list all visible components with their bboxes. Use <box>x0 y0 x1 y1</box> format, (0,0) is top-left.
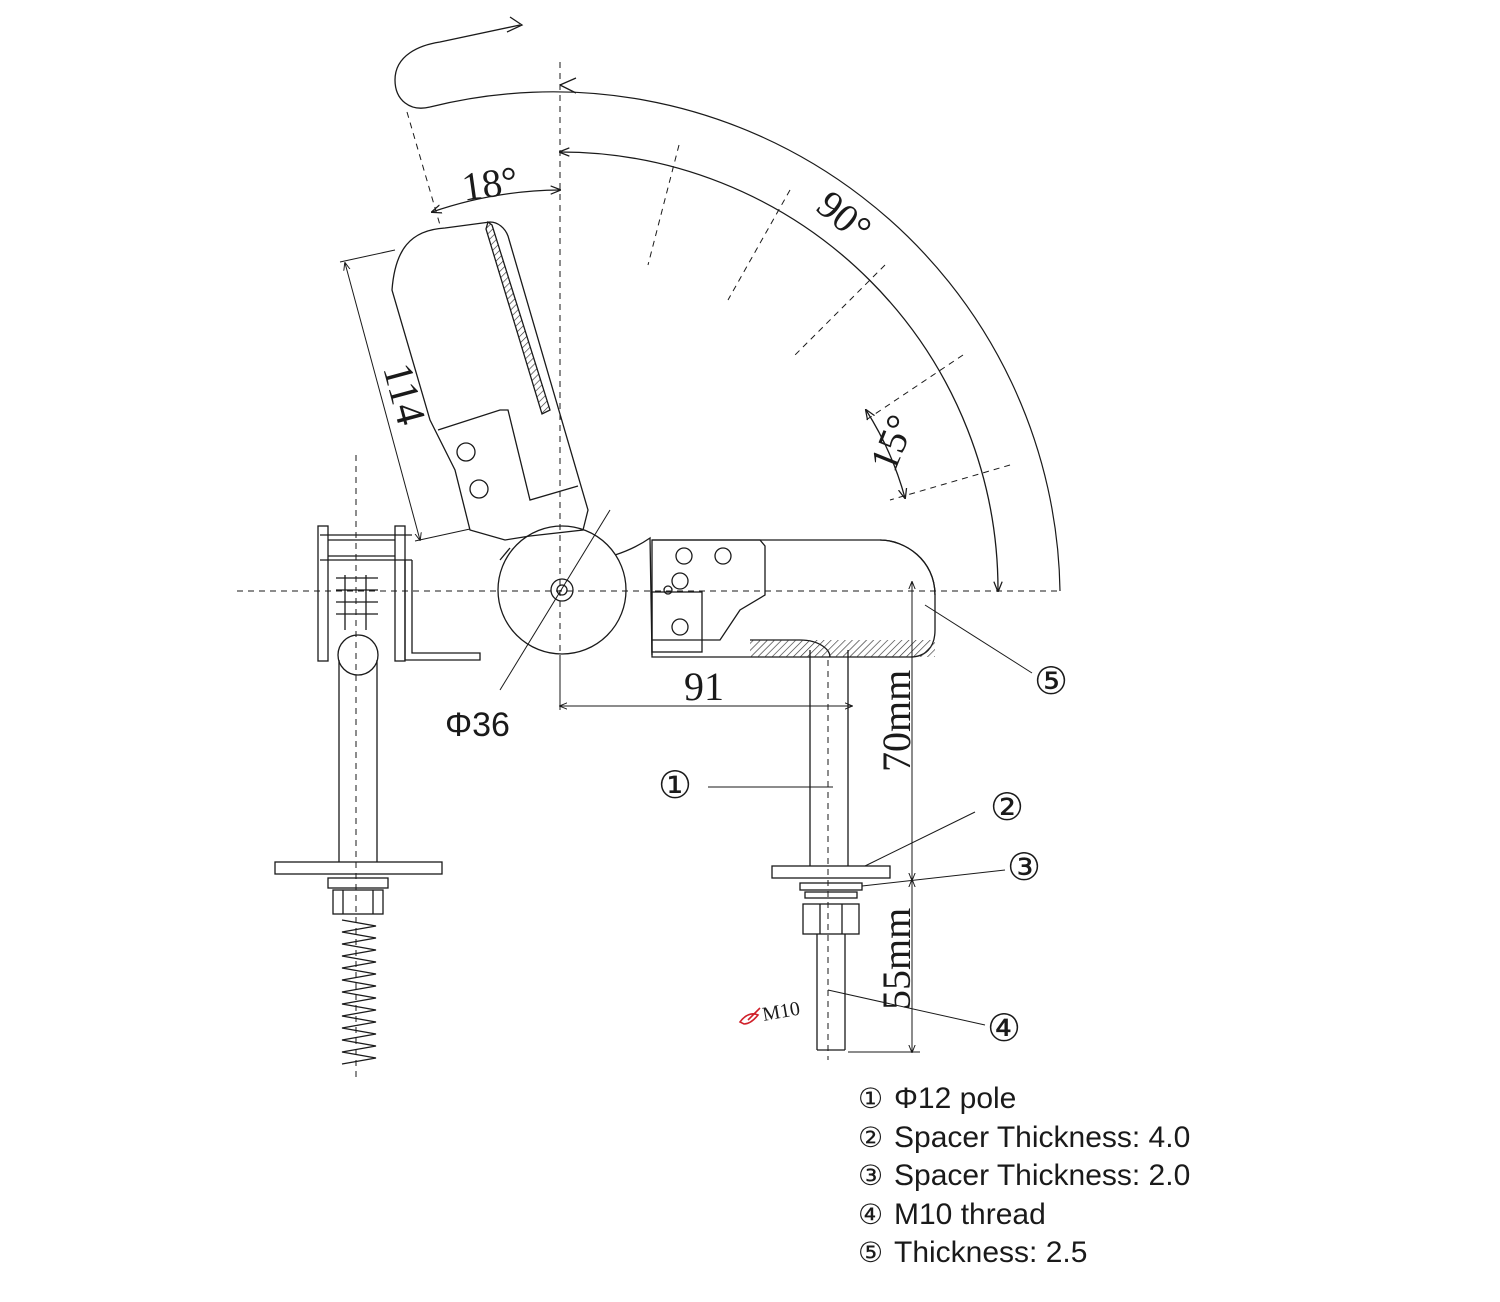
offset-dim <box>560 655 852 710</box>
callout-2: ② <box>990 787 1024 829</box>
legend-num: ① <box>858 1082 884 1115</box>
legend-text: Spacer Thickness: 4.0 <box>894 1120 1191 1154</box>
legend-text: Φ12 pole <box>894 1082 1017 1115</box>
legend-num: ② <box>858 1120 884 1154</box>
legend-num: ⑤ <box>858 1236 884 1269</box>
horizontal-bracket <box>651 539 936 658</box>
legend-text: Spacer Thickness: 2.0 <box>894 1159 1191 1192</box>
callout-5: ⑤ <box>1034 661 1068 703</box>
legend-item-3: ③ Spacer Thickness: 2.0 <box>858 1157 1190 1196</box>
legend-num: ③ <box>858 1159 884 1192</box>
legend-num: ④ <box>858 1197 884 1231</box>
height-70-label: 70mm <box>874 670 919 772</box>
arm-length-dim <box>339 249 471 541</box>
legend-text: Thickness: 2.5 <box>894 1236 1088 1269</box>
callout-1: ① <box>658 765 692 807</box>
thread-tag-label: M10 <box>761 998 802 1026</box>
arm-length-label: 114 <box>373 358 433 429</box>
legend-item-5: ⑤ Thickness: 2.5 <box>858 1234 1190 1273</box>
parts-legend: ① Φ12 pole ② Spacer Thickness: 4.0 ③ Spacer… <box>858 1080 1190 1273</box>
legend-text: M10 thread <box>894 1197 1046 1231</box>
side-view-clamp <box>274 525 481 1065</box>
angle-15-label: 15° <box>861 408 924 477</box>
angle-18-label: 18° <box>459 157 521 209</box>
legend-item-2: ② Spacer Thickness: 4.0 <box>858 1119 1190 1158</box>
tag-mark-icon <box>738 1007 761 1025</box>
height-dims <box>848 582 920 1052</box>
legend-item-1: ① Φ12 pole <box>858 1080 1190 1119</box>
callout-4: ④ <box>987 1008 1021 1050</box>
angle-90-label: 90° <box>808 181 880 251</box>
center-lines <box>237 62 1060 1080</box>
angle-arcs <box>394 16 1061 591</box>
rotated-arm <box>391 220 589 541</box>
callout-3: ③ <box>1007 847 1041 889</box>
legend-item-4: ④ M10 thread <box>858 1196 1190 1235</box>
offset-label: 91 <box>684 664 724 709</box>
callout-leaders <box>708 604 1033 1026</box>
pole-assembly <box>771 650 891 1051</box>
height-55-label: 55mm <box>874 908 919 1010</box>
thread-tag: M10 <box>738 998 802 1026</box>
hinge <box>497 509 653 691</box>
hinge-diameter-label: Φ36 <box>445 706 510 744</box>
